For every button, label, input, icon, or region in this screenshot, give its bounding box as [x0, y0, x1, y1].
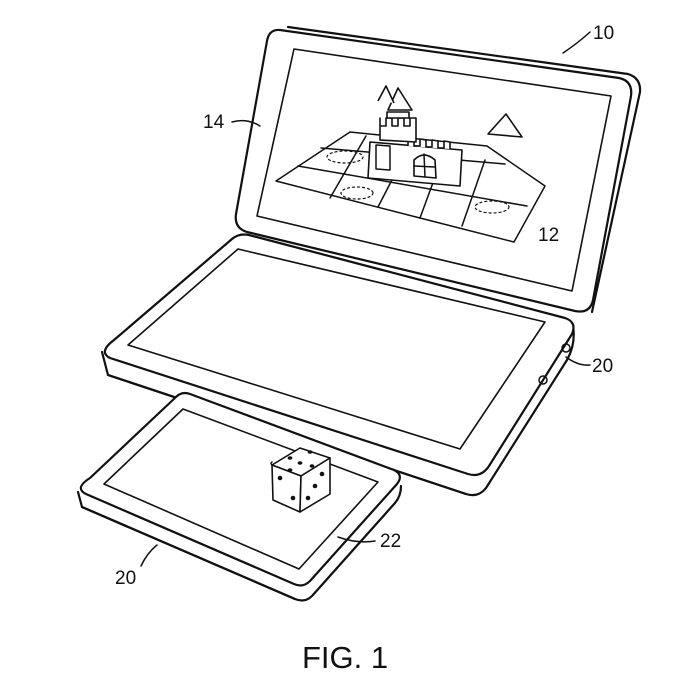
leader-accessory-tray [141, 545, 157, 566]
ref-lower-housing: 20 [592, 356, 613, 377]
leader-device [563, 32, 590, 53]
ref-tray-surface: 22 [380, 531, 401, 552]
ref-upper-housing: 14 [203, 112, 225, 133]
leader-lower-housing [566, 357, 590, 365]
ref-upper-screen: 12 [538, 225, 559, 246]
ref-device: 10 [593, 23, 614, 44]
ref-accessory-tray: 20 [115, 568, 136, 589]
figure-caption: FIG. 1 [302, 640, 388, 675]
